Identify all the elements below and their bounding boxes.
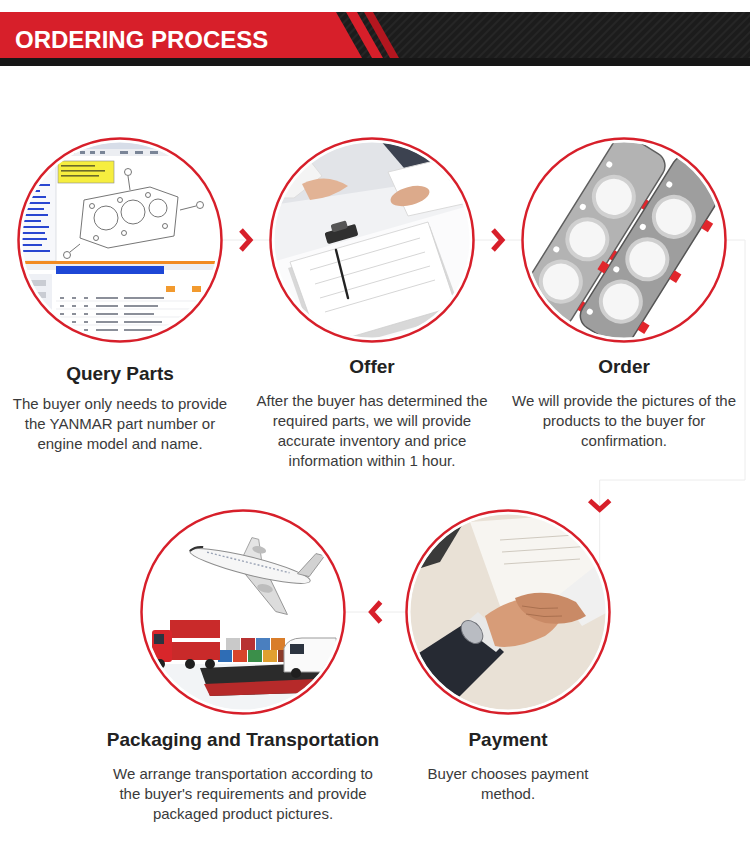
circle-outline bbox=[405, 509, 611, 715]
step-circle bbox=[521, 137, 727, 343]
arrow-chevron bbox=[372, 602, 381, 622]
title-banner bbox=[0, 12, 750, 66]
arrow-chevron bbox=[241, 230, 250, 250]
step-circle bbox=[405, 509, 611, 715]
step-heading: Payment bbox=[389, 729, 627, 751]
circle-gap bbox=[273, 141, 471, 339]
parts-catalog-picture bbox=[20, 140, 220, 340]
step-heading: Order bbox=[503, 356, 745, 378]
step-description: The buyer only needs to provide the YANM… bbox=[3, 394, 237, 454]
step-description: Buyer chooses payment method. bbox=[413, 764, 603, 804]
flow-arrow bbox=[346, 602, 405, 622]
flow-connector bbox=[346, 612, 405, 613]
circle-gap bbox=[21, 141, 219, 339]
flow-connector bbox=[475, 240, 521, 241]
process-step: PaymentBuyer chooses payment method. bbox=[389, 509, 627, 804]
step-description: We will provide the pictures of the prod… bbox=[508, 391, 740, 451]
step-heading: Packaging and Transportation bbox=[96, 729, 390, 751]
gasket-picture bbox=[515, 131, 737, 356]
circle-gap bbox=[144, 513, 342, 711]
step-heading: Query Parts bbox=[0, 363, 244, 385]
circle-border bbox=[271, 139, 474, 342]
flow-arrow bbox=[475, 230, 521, 250]
process-step: Packaging and Transportation We arrange t… bbox=[96, 509, 390, 824]
circle-outline bbox=[140, 509, 346, 715]
step-description: We arrange transportation according to t… bbox=[107, 764, 379, 824]
offer-picture bbox=[272, 140, 472, 354]
step-circle bbox=[140, 509, 346, 715]
arrow-chevron bbox=[590, 501, 610, 510]
step-description: After the buyer has determined the requi… bbox=[251, 391, 493, 471]
circle-outline bbox=[17, 137, 223, 343]
process-step: OfferAfter the buyer has determined the … bbox=[245, 137, 499, 471]
circle-gap bbox=[525, 141, 723, 339]
transport-picture bbox=[143, 512, 343, 712]
step-circle bbox=[17, 137, 223, 343]
circle-outline bbox=[521, 137, 727, 343]
circle-border bbox=[523, 139, 726, 342]
process-step: Order We will provide the pictures of the… bbox=[503, 137, 745, 451]
arrow-chevron bbox=[493, 230, 502, 250]
step-heading: Offer bbox=[245, 356, 499, 378]
flow-connector bbox=[223, 240, 269, 241]
step-circle bbox=[269, 137, 475, 343]
circle-border bbox=[19, 139, 222, 342]
circle-gap bbox=[409, 513, 607, 711]
circle-border bbox=[407, 511, 610, 714]
circle-outline bbox=[269, 137, 475, 343]
handshake-picture bbox=[408, 512, 608, 712]
process-step: Query PartsThe buyer only needs to provi… bbox=[0, 137, 244, 454]
flow-arrow bbox=[223, 230, 269, 250]
circle-border bbox=[142, 511, 345, 714]
banner-title: ORDERING PROCESS bbox=[15, 26, 268, 54]
